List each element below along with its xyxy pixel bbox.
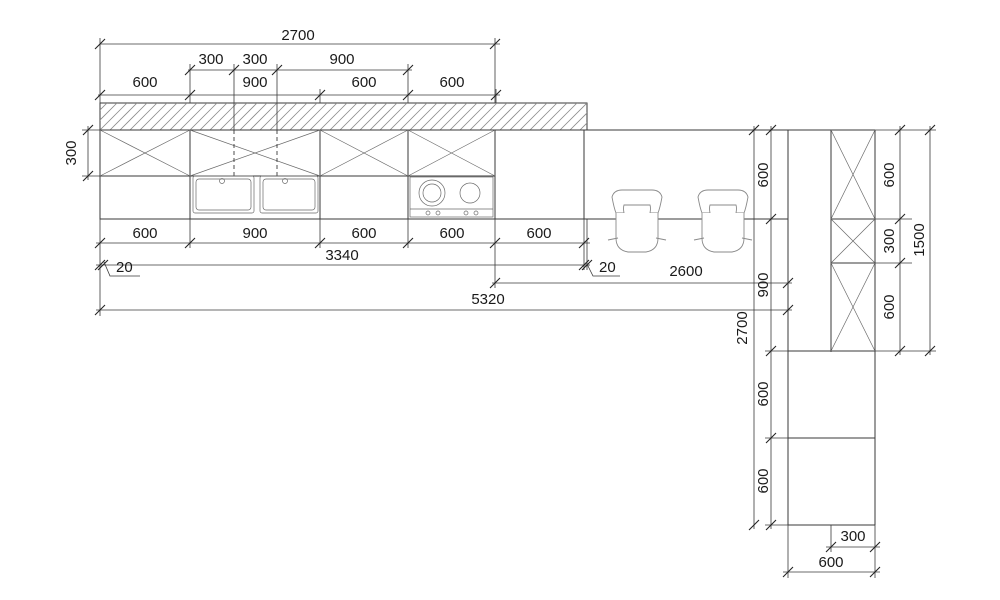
hatch-stroke <box>319 103 348 130</box>
left-dimension-line <box>82 124 100 182</box>
hatch-stroke <box>279 103 308 130</box>
hatch-stroke <box>449 103 478 130</box>
right-wing-dimension-lines <box>748 124 936 578</box>
hatch-stroke <box>249 103 278 130</box>
hatch-stroke <box>429 103 458 130</box>
hatch-stroke <box>239 103 268 130</box>
dim-label: 600 <box>818 554 843 571</box>
bar-stool-icon <box>607 189 667 253</box>
hatch-stroke <box>579 122 587 130</box>
dim-label-overall-top: 2700 <box>281 27 314 44</box>
hatch-stroke <box>119 103 148 130</box>
hatch-stroke <box>229 103 258 130</box>
upper-wall-cabinet-band <box>70 102 617 131</box>
dim-label: 600 <box>755 162 772 187</box>
dim-label-run: 3340 <box>325 247 358 264</box>
dim-label-bar: 2600 <box>669 263 702 280</box>
dim-label: 600 <box>881 294 898 319</box>
top-dimension-lines <box>94 38 502 130</box>
hatch-stroke <box>419 103 448 130</box>
hatch-stroke <box>289 103 318 130</box>
hatch-stroke <box>389 103 418 130</box>
base-cabinet-run <box>99 129 788 220</box>
dimension-labels: 2700 300 300 900 600 900 600 600 300 600… <box>63 27 928 571</box>
tall-cabinet-cross-markers <box>830 129 876 352</box>
hatch-stroke <box>209 103 238 130</box>
hatch-stroke <box>590 103 617 130</box>
dim-label: 600 <box>351 225 376 242</box>
dim-label: 900 <box>329 51 354 68</box>
dim-label-right-total: 1500 <box>911 223 928 256</box>
hatch-stroke <box>539 103 568 130</box>
dim-label: 600 <box>351 74 376 91</box>
dim-label: 600 <box>439 74 464 91</box>
dim-label: 600 <box>755 468 772 493</box>
hatch-stroke <box>149 103 178 130</box>
hatch-stroke <box>199 103 228 130</box>
bottom-dimension-lines <box>94 219 794 316</box>
dim-label: 600 <box>132 225 157 242</box>
hatch-stroke <box>479 103 508 130</box>
hatch-stroke <box>309 103 338 130</box>
dim-label-wing-total: 2700 <box>734 311 751 344</box>
hatch-stroke <box>189 103 218 130</box>
hatch-stroke <box>259 103 288 130</box>
dim-label-left: 300 <box>63 140 80 165</box>
hatch-stroke <box>509 103 538 130</box>
dim-label: 900 <box>755 272 772 297</box>
dim-label: 300 <box>242 51 267 68</box>
hatch-stroke <box>219 103 248 130</box>
hatch-stroke <box>359 103 388 130</box>
dim-label: 300 <box>840 528 865 545</box>
dim-label: 600 <box>755 381 772 406</box>
hatch-stroke <box>100 103 108 111</box>
dim-label-offset-right: 20 <box>599 259 616 276</box>
hatch-stroke <box>100 103 128 130</box>
hatch-stroke <box>439 103 468 130</box>
hatch-stroke <box>139 103 168 130</box>
hatch-stroke <box>409 103 438 130</box>
hatch-stroke <box>349 103 378 130</box>
double-sink-icon <box>192 175 319 214</box>
hatch-stroke <box>339 103 368 130</box>
dim-label: 300 <box>198 51 223 68</box>
dim-label-offset-left: 20 <box>116 259 133 276</box>
hatch-stroke <box>269 103 298 130</box>
hatch-stroke <box>549 103 578 130</box>
hatch-stroke <box>489 103 518 130</box>
hatch-stroke <box>100 103 118 121</box>
hatch-stroke <box>379 103 408 130</box>
hatch-stroke <box>70 103 97 130</box>
cabinet-cross-markers <box>99 129 496 177</box>
hatch-stroke <box>399 103 428 130</box>
dim-label: 600 <box>526 225 551 242</box>
hatch-stroke <box>329 103 358 130</box>
hatch-stroke <box>109 103 138 130</box>
hatch-stroke <box>499 103 528 130</box>
hatch-stroke <box>529 103 558 130</box>
dim-label: 600 <box>439 225 464 242</box>
hatch-stroke <box>179 103 208 130</box>
bar-stool-icon <box>693 189 753 253</box>
hatch-stroke <box>129 103 158 130</box>
hatch-stroke <box>459 103 488 130</box>
dim-label: 600 <box>132 74 157 91</box>
hatch-stroke <box>159 103 188 130</box>
hatch-stroke <box>169 103 198 130</box>
hatch-stroke <box>569 112 587 130</box>
dim-label: 300 <box>881 228 898 253</box>
cooktop-icon <box>409 176 494 218</box>
dim-label-overall-bottom: 5320 <box>471 291 504 308</box>
right-cabinet-wing <box>787 129 876 526</box>
hatch-stroke <box>369 103 398 130</box>
hatch-stroke <box>559 103 587 130</box>
hatch-stroke <box>519 103 548 130</box>
hatch-stroke <box>299 103 328 130</box>
dim-label: 900 <box>242 74 267 91</box>
hidden-divider-lines <box>233 130 278 176</box>
hatch-stroke <box>469 103 498 130</box>
dim-label: 600 <box>881 162 898 187</box>
dim-label: 900 <box>242 225 267 242</box>
